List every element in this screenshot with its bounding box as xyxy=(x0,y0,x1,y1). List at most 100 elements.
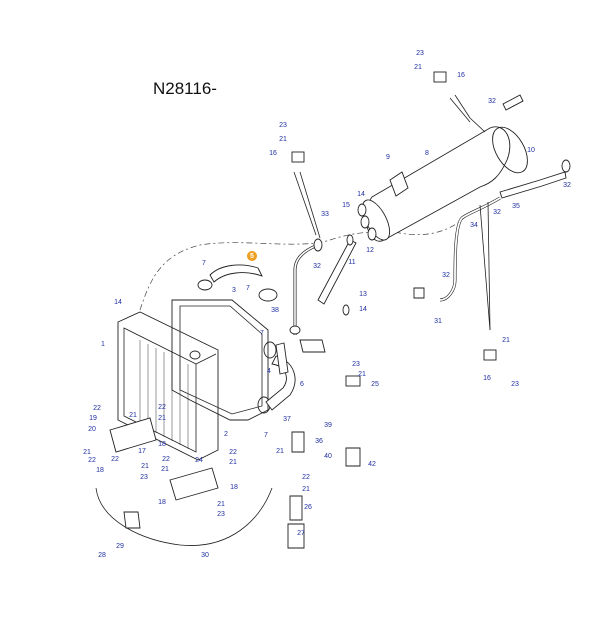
callout-26: 26 xyxy=(304,504,312,511)
callout-34: 34 xyxy=(470,222,478,229)
callout-35: 35 xyxy=(512,203,520,210)
left-mount-bracket xyxy=(109,417,157,453)
callout-18: 18 xyxy=(158,499,166,506)
hose-clamp-a xyxy=(197,279,213,291)
sensor-bracket xyxy=(345,375,361,387)
callout-3: 3 xyxy=(232,287,236,294)
callout-7: 7 xyxy=(264,432,268,439)
callout-7: 7 xyxy=(202,260,206,267)
muffler-clamp-ring xyxy=(492,126,528,174)
callout-2: 2 xyxy=(224,431,228,438)
callout-16: 16 xyxy=(483,375,491,382)
callout-21: 21 xyxy=(502,337,510,344)
heat-shield xyxy=(389,171,409,197)
callout-32: 32 xyxy=(313,263,321,270)
highlight-marker xyxy=(247,251,257,261)
callout-4: 4 xyxy=(267,368,271,375)
callout-21: 21 xyxy=(129,412,137,419)
callout-21: 21 xyxy=(83,449,91,456)
callout-18: 18 xyxy=(96,467,104,474)
pipe-stub xyxy=(502,94,524,111)
hose-clamp-b xyxy=(258,288,278,302)
callout-31: 31 xyxy=(434,318,442,325)
callout-7: 7 xyxy=(246,285,250,292)
callout-8: 8 xyxy=(425,150,429,157)
clip-bracket-c xyxy=(483,349,497,361)
callout-22: 22 xyxy=(302,474,310,481)
callout-22: 22 xyxy=(162,456,170,463)
cable-clamp xyxy=(123,511,141,529)
callout-21: 21 xyxy=(217,501,225,508)
callout-20: 20 xyxy=(88,426,96,433)
callout-30: 30 xyxy=(201,552,209,559)
callout-25: 25 xyxy=(371,381,379,388)
callout-21: 21 xyxy=(279,136,287,143)
radiator-core xyxy=(139,340,189,449)
callout-14: 14 xyxy=(357,191,365,198)
callout-23: 23 xyxy=(140,474,148,481)
callout-33: 33 xyxy=(321,211,329,218)
clip-bracket-a xyxy=(291,151,305,163)
reference-dashed-line xyxy=(139,231,396,311)
callout-23: 23 xyxy=(352,361,360,368)
callout-28: 28 xyxy=(98,552,106,559)
fan-shroud xyxy=(171,299,269,421)
clip-bracket-b xyxy=(433,71,447,83)
callout-19: 19 xyxy=(89,415,97,422)
callout-21: 21 xyxy=(302,486,310,493)
callout-23: 23 xyxy=(511,381,519,388)
right-mount-bracket xyxy=(169,467,219,501)
callout-40: 40 xyxy=(324,453,332,460)
callout-38: 38 xyxy=(271,307,279,314)
callout-32: 32 xyxy=(563,182,571,189)
callout-27: 27 xyxy=(297,530,305,537)
callout-22: 22 xyxy=(158,404,166,411)
callout-14: 14 xyxy=(114,299,122,306)
upper-radiator-hose xyxy=(209,264,263,283)
callout-16: 16 xyxy=(269,150,277,157)
support-bracket-upper xyxy=(289,495,303,521)
callout-18: 18 xyxy=(158,441,166,448)
callout-21: 21 xyxy=(414,64,422,71)
callout-22: 22 xyxy=(93,405,101,412)
tail-pipe xyxy=(499,171,567,199)
callout-15: 15 xyxy=(342,202,350,209)
callout-1: 1 xyxy=(101,341,105,348)
callout-21: 21 xyxy=(161,466,169,473)
callout-32: 32 xyxy=(488,98,496,105)
callout-21: 21 xyxy=(276,448,284,455)
callout-22: 22 xyxy=(111,456,119,463)
callout-36: 36 xyxy=(315,438,323,445)
callout-5: 5 xyxy=(250,253,254,260)
callout-39: 39 xyxy=(324,422,332,429)
stay-bracket xyxy=(291,431,305,453)
return-pipe xyxy=(317,239,357,305)
drain-fitting xyxy=(413,287,425,299)
callout-29: 29 xyxy=(116,543,124,550)
callout-21: 21 xyxy=(158,415,166,422)
callout-9: 9 xyxy=(386,154,390,161)
callout-13: 13 xyxy=(359,291,367,298)
support-bracket-lower xyxy=(287,523,305,549)
callout-42: 42 xyxy=(368,461,376,468)
callout-12: 12 xyxy=(366,247,374,254)
callout-21: 21 xyxy=(141,463,149,470)
muffler xyxy=(361,94,511,242)
callout-10: 10 xyxy=(527,147,535,154)
bypass-hose xyxy=(275,342,289,375)
callout-32: 32 xyxy=(442,272,450,279)
callout-21: 21 xyxy=(358,371,366,378)
callout-37: 37 xyxy=(283,416,291,423)
callout-23: 23 xyxy=(217,511,225,518)
callout-22: 22 xyxy=(88,457,96,464)
callout-18: 18 xyxy=(230,484,238,491)
callout-17: 17 xyxy=(138,448,146,455)
callout-14: 14 xyxy=(359,306,367,313)
callout-32: 32 xyxy=(493,209,501,216)
callout-7: 7 xyxy=(260,330,264,337)
callout-22: 22 xyxy=(229,449,237,456)
callout-24: 24 xyxy=(195,457,203,464)
